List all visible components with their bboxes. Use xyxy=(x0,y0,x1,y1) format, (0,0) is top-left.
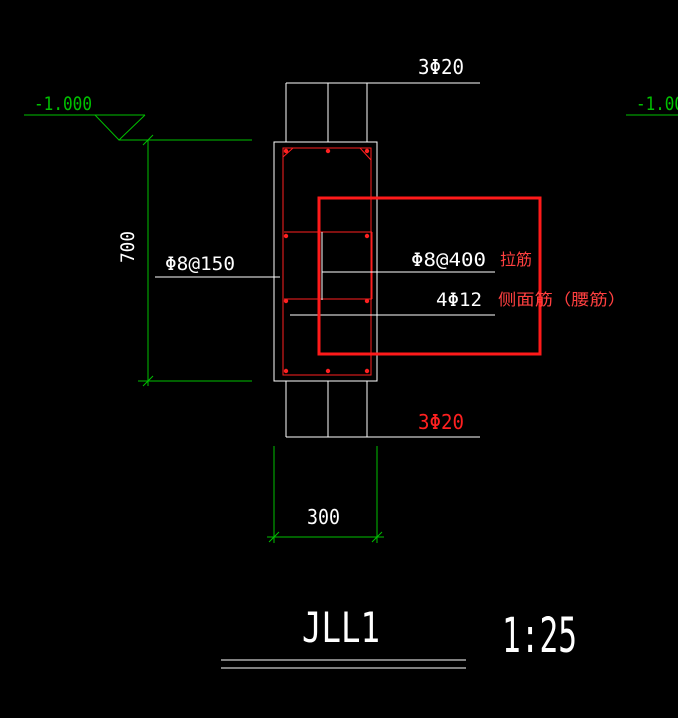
side-bar-label: 4Φ12 xyxy=(436,289,482,311)
rebar-dots xyxy=(283,148,370,374)
scale-label: 1:25 xyxy=(502,608,577,664)
bottom-rebar-label: 3Φ20 xyxy=(418,410,464,434)
side-bar-note: 侧面筋（腰筋） xyxy=(498,290,626,309)
height-dimension-label: 700 xyxy=(117,231,139,263)
width-dimension xyxy=(267,446,384,543)
column-lines-top xyxy=(285,82,480,142)
column-lines-bottom xyxy=(285,381,480,438)
title-underline xyxy=(221,659,466,669)
elevation-right-label: -1.00 xyxy=(636,93,678,115)
beam-section-outline xyxy=(273,141,378,382)
tie-bar-label: Φ8@400 xyxy=(411,249,486,271)
stirrup xyxy=(282,147,373,376)
elevation-left-label: -1.000 xyxy=(34,93,92,115)
height-dimension xyxy=(138,134,252,387)
width-dimension-label: 300 xyxy=(307,505,340,529)
highlight-box xyxy=(317,196,542,356)
beam-name-title: JLL1 xyxy=(302,603,380,652)
elevation-marker-left xyxy=(24,114,252,141)
tie-bar-note: 拉筋 xyxy=(500,250,532,269)
top-rebar-label: 3Φ20 xyxy=(418,55,464,79)
leader-lines xyxy=(155,232,495,316)
stirrup-label: Φ8@150 xyxy=(165,253,235,275)
